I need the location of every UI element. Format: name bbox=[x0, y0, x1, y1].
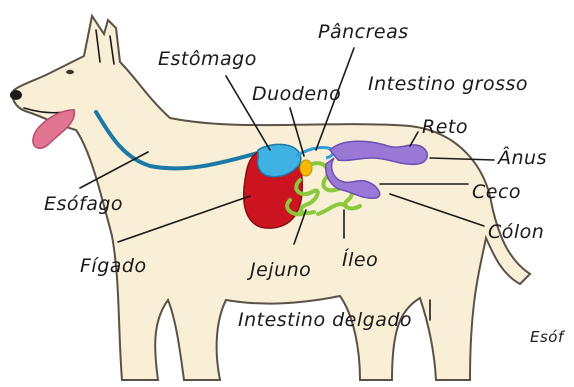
label-reto: Reto bbox=[422, 116, 468, 138]
label-figado: Fígado bbox=[80, 255, 147, 277]
label-pancreas: Pâncreas bbox=[318, 21, 409, 43]
pancreas bbox=[300, 160, 312, 176]
label-esofago-partial: Esóf bbox=[530, 328, 566, 346]
label-ileo: Íleo bbox=[342, 248, 378, 271]
nose bbox=[10, 90, 22, 100]
label-estomago: Estômago bbox=[158, 48, 257, 70]
label-duodeno: Duodeno bbox=[252, 83, 341, 105]
label-intestino-grosso: Intestino grosso bbox=[368, 73, 528, 95]
label-ceco: Ceco bbox=[472, 181, 521, 203]
label-esofago: Esófago bbox=[44, 193, 123, 215]
label-anus: Ânus bbox=[496, 146, 547, 169]
eye bbox=[66, 70, 74, 74]
label-intestino-delgado: Intestino delgado bbox=[238, 309, 412, 331]
label-jejuno: Jejuno bbox=[246, 259, 311, 281]
label-colon: Cólon bbox=[488, 221, 544, 243]
